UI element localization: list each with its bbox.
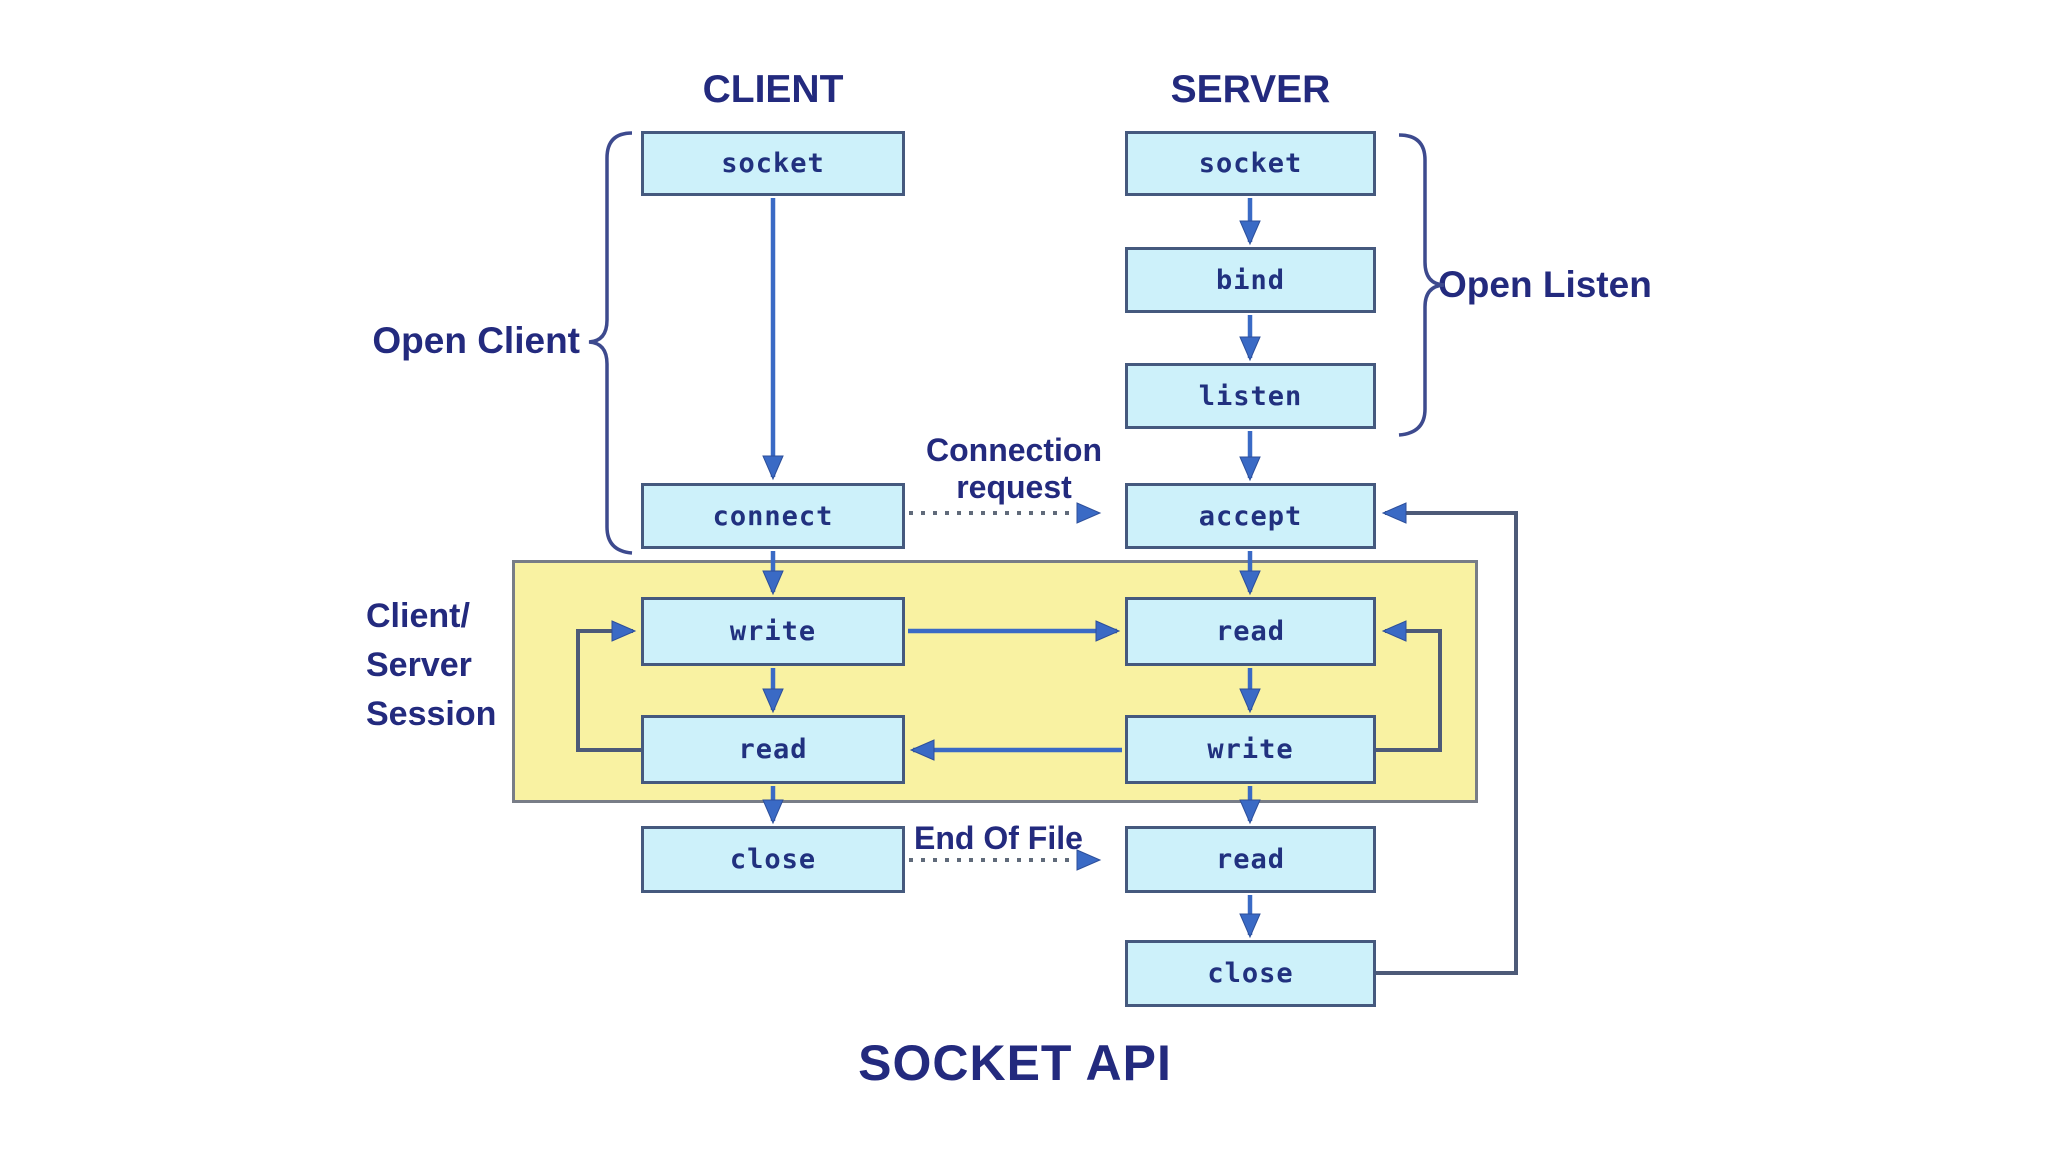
connection-request-line2: request <box>956 469 1072 505</box>
node-server-read-session: read <box>1125 597 1376 666</box>
node-client-read: read <box>641 715 905 784</box>
client-column-header: CLIENT <box>702 68 844 111</box>
open-client-brace <box>588 131 633 555</box>
node-client-connect: connect <box>641 483 905 549</box>
node-server-accept: accept <box>1125 483 1376 549</box>
connection-request-line1: Connection <box>926 432 1102 468</box>
session-label: Client/ Server Session <box>366 592 566 739</box>
open-listen-label: Open Listen <box>1438 264 1652 305</box>
end-of-file-label: End Of File <box>914 820 1083 856</box>
session-label-line3: Session <box>366 695 497 733</box>
node-client-close: close <box>641 826 905 893</box>
node-server-read-eof: read <box>1125 826 1376 893</box>
node-client-write: write <box>641 597 905 666</box>
node-server-listen: listen <box>1125 363 1376 429</box>
node-server-bind: bind <box>1125 247 1376 313</box>
node-server-close: close <box>1125 940 1376 1007</box>
node-server-write-session: write <box>1125 715 1376 784</box>
session-label-line2: Server <box>366 646 472 684</box>
node-client-socket: socket <box>641 131 905 196</box>
open-client-label: Open Client <box>372 320 580 361</box>
session-label-line1: Client/ <box>366 597 470 635</box>
server-column-header: SERVER <box>1170 68 1331 111</box>
connection-request-label: Connection request <box>889 432 1139 506</box>
node-server-socket: socket <box>1125 131 1376 196</box>
diagram-title: SOCKET API <box>858 1035 1172 1091</box>
